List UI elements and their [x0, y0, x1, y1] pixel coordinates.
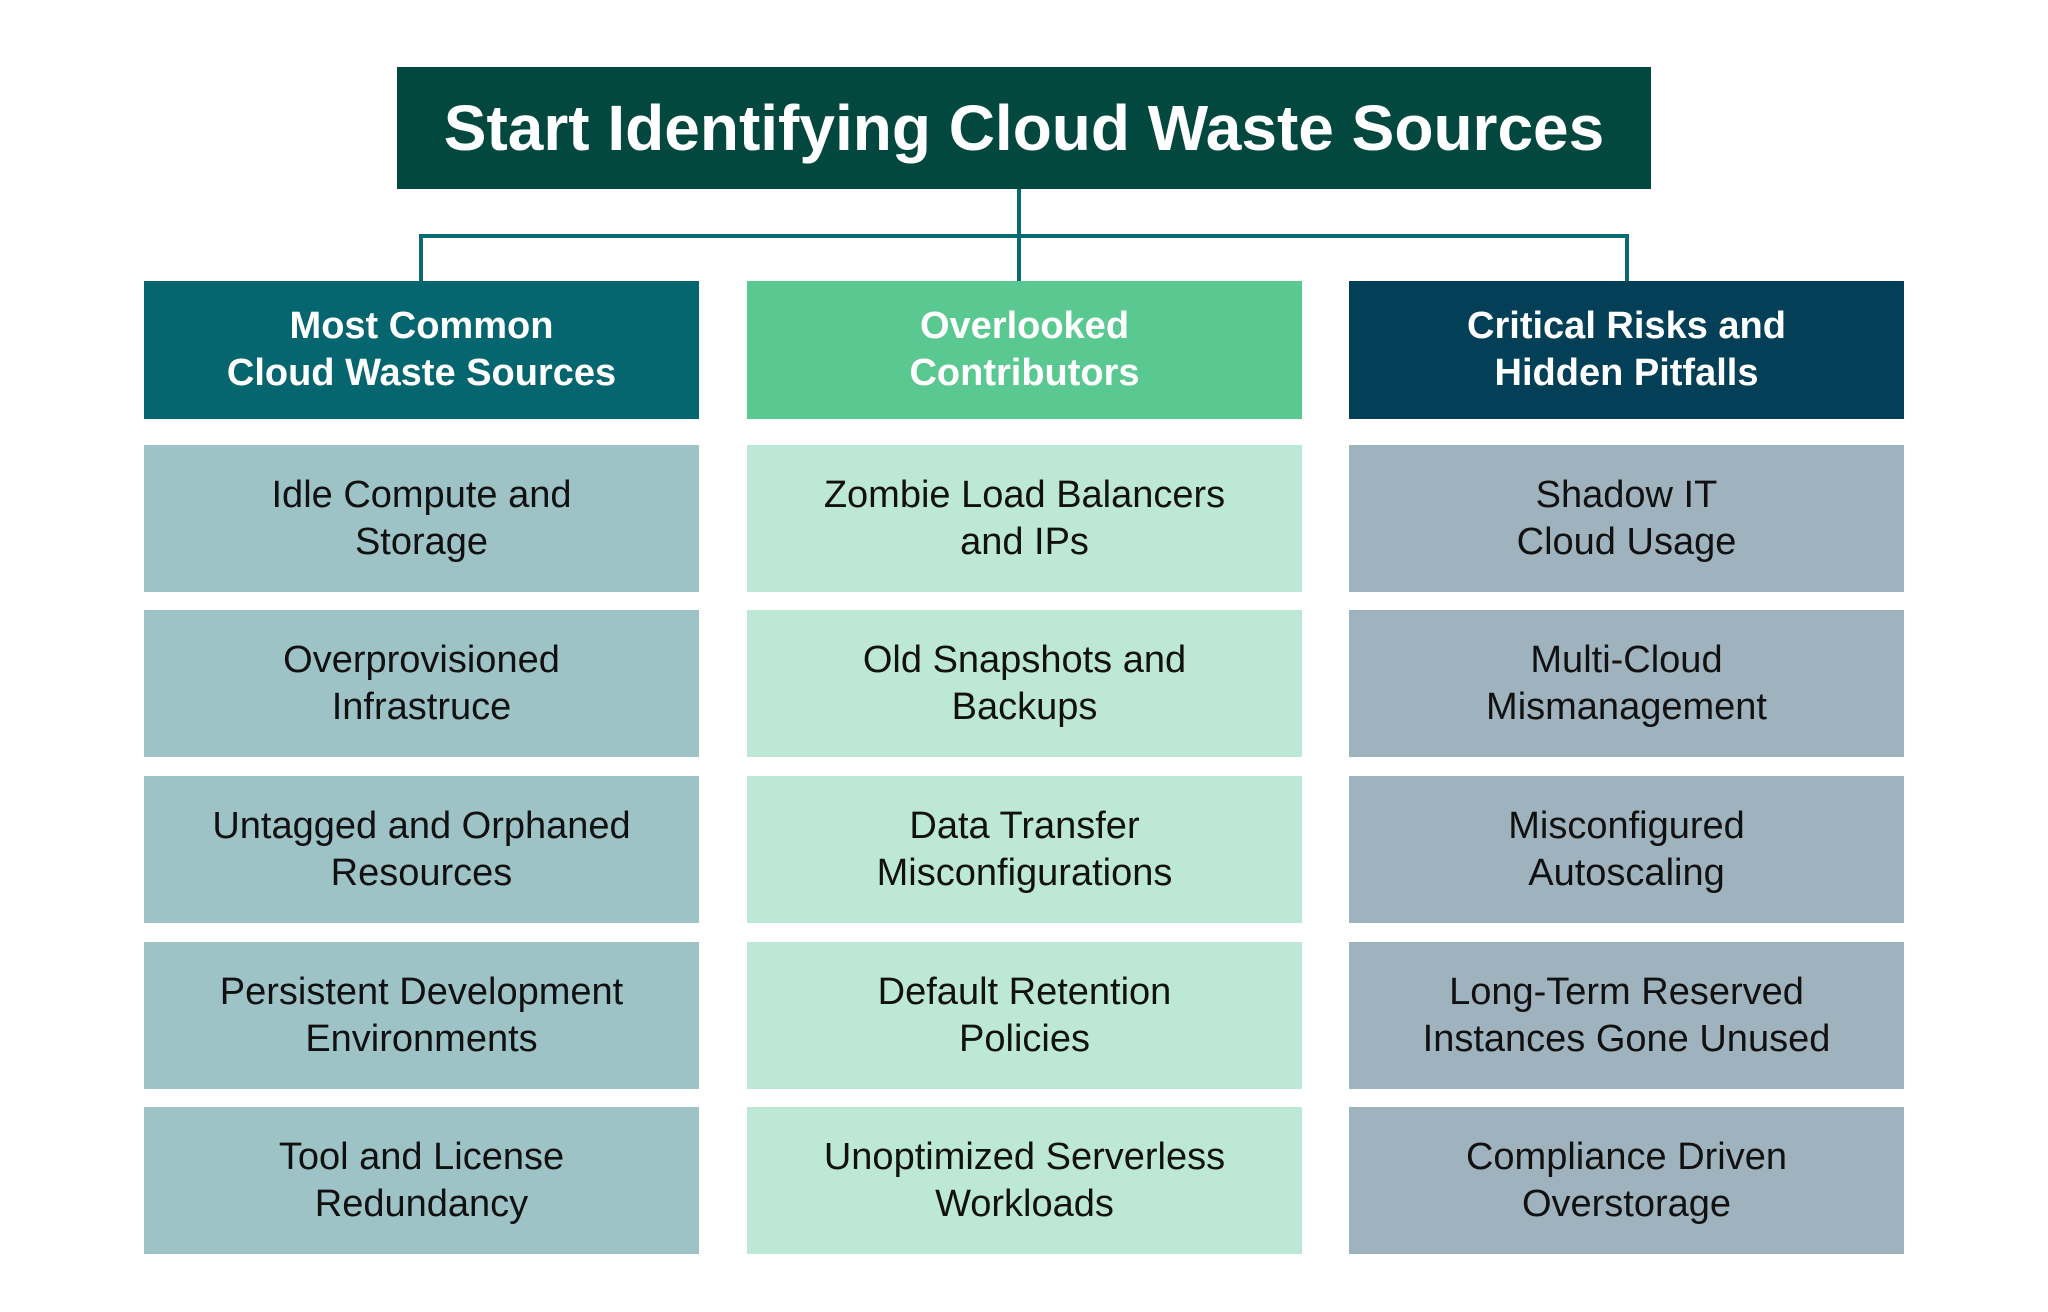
- waste-source-item: Compliance Driven Overstorage: [1349, 1107, 1904, 1254]
- waste-source-item: Unoptimized Serverless Workloads: [747, 1107, 1302, 1254]
- waste-source-item: Old Snapshots and Backups: [747, 610, 1302, 757]
- waste-source-item: Default Retention Policies: [747, 942, 1302, 1089]
- waste-source-item: Zombie Load Balancers and IPs: [747, 445, 1302, 592]
- waste-source-item: Overprovisioned Infrastruce: [144, 610, 699, 757]
- connector-right: [1625, 234, 1629, 281]
- waste-source-item: Idle Compute and Storage: [144, 445, 699, 592]
- connector-left: [419, 234, 423, 281]
- diagram-title: Start Identifying Cloud Waste Sources: [397, 67, 1651, 189]
- waste-source-item: Data Transfer Misconfigurations: [747, 776, 1302, 923]
- waste-source-item: Persistent Development Environments: [144, 942, 699, 1089]
- column-header: Most Common Cloud Waste Sources: [144, 281, 699, 419]
- connector-bar: [419, 234, 1629, 238]
- waste-source-item: Shadow IT Cloud Usage: [1349, 445, 1904, 592]
- waste-source-item: Misconfigured Autoscaling: [1349, 776, 1904, 923]
- waste-source-item: Long-Term Reserved Instances Gone Unused: [1349, 942, 1904, 1089]
- column-header: Overlooked Contributors: [747, 281, 1302, 419]
- waste-source-item: Tool and License Redundancy: [144, 1107, 699, 1254]
- waste-source-item: Multi-Cloud Mismanagement: [1349, 610, 1904, 757]
- waste-source-item: Untagged and Orphaned Resources: [144, 776, 699, 923]
- column-header: Critical Risks and Hidden Pitfalls: [1349, 281, 1904, 419]
